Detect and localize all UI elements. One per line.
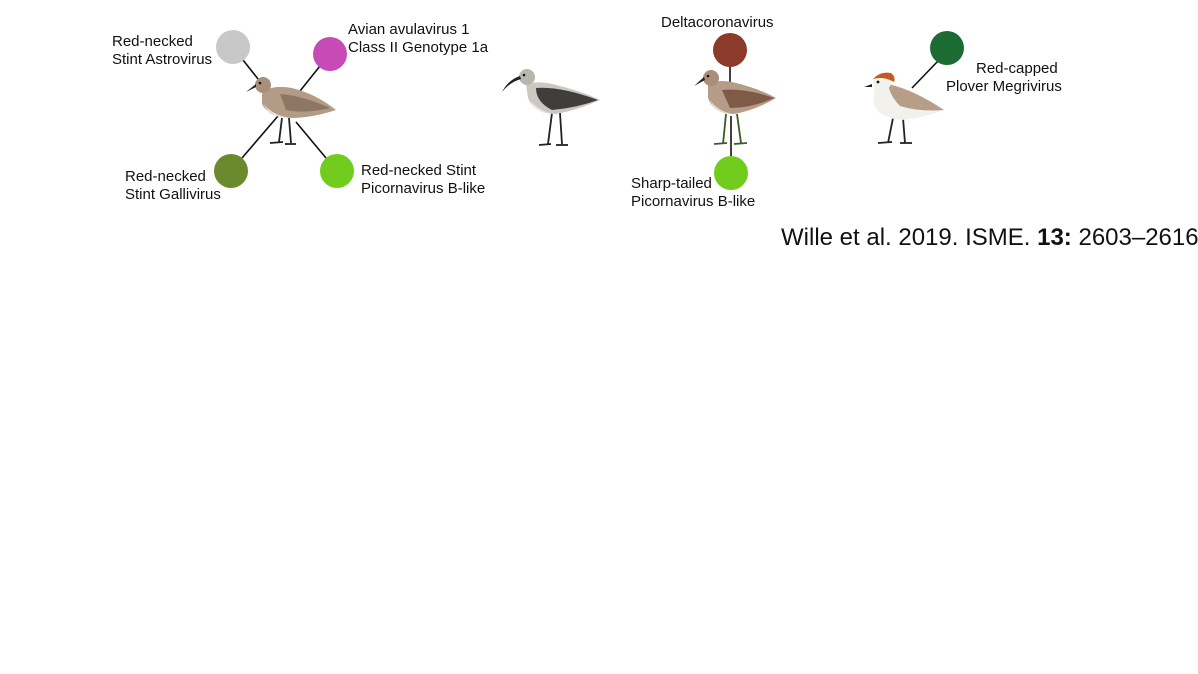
connector-rns-picornavirus [295, 121, 327, 159]
avulavirus-circle [313, 37, 347, 71]
sharp-tailed-sandpiper-bird-icon [694, 70, 776, 145]
astrovirus-circle [216, 30, 250, 64]
label-red-capped-plover-megrivirus: Red-capped Plover Megrivirus [946, 60, 1062, 95]
connector-megrivirus [911, 60, 939, 89]
megrivirus-circle [930, 31, 964, 65]
gallivirus-circle [214, 154, 248, 188]
citation-volume: 13: [1037, 224, 1072, 251]
label-avian-avulavirus: Avian avulavirus 1 Class II Genotype 1a [348, 21, 489, 56]
red-capped-plover-bird-icon [864, 72, 944, 144]
curlew-sandpiper-bird-icon [502, 69, 600, 146]
citation: Wille et al. 2019. ISME. 13: 2603–2616 [781, 224, 1198, 252]
connector-gallivirus [241, 115, 279, 159]
label-sharp-tailed-picornavirus: Sharp-tailed Picornavirus B-like [631, 175, 756, 210]
red-necked-stint-bird-icon [246, 77, 336, 145]
rns-picornavirus-circle [320, 154, 354, 188]
label-red-necked-stint-picornavirus: Red-necked Stint Picornavirus B-like [361, 162, 486, 197]
citation-authors: Wille et al. 2019. ISME. [781, 224, 1038, 251]
citation-pages: 2603–2616 [1071, 224, 1198, 251]
deltacoronavirus-circle [713, 33, 747, 67]
sharp-tailed-picornavirus-circle [714, 156, 748, 190]
label-deltacoronavirus: Deltacoronavirus [661, 14, 774, 31]
label-red-necked-stint-gallivirus: Red-necked Stint Gallivirus [125, 168, 221, 203]
label-red-necked-stint-astrovirus: Red-necked Stint Astrovirus [112, 33, 213, 68]
